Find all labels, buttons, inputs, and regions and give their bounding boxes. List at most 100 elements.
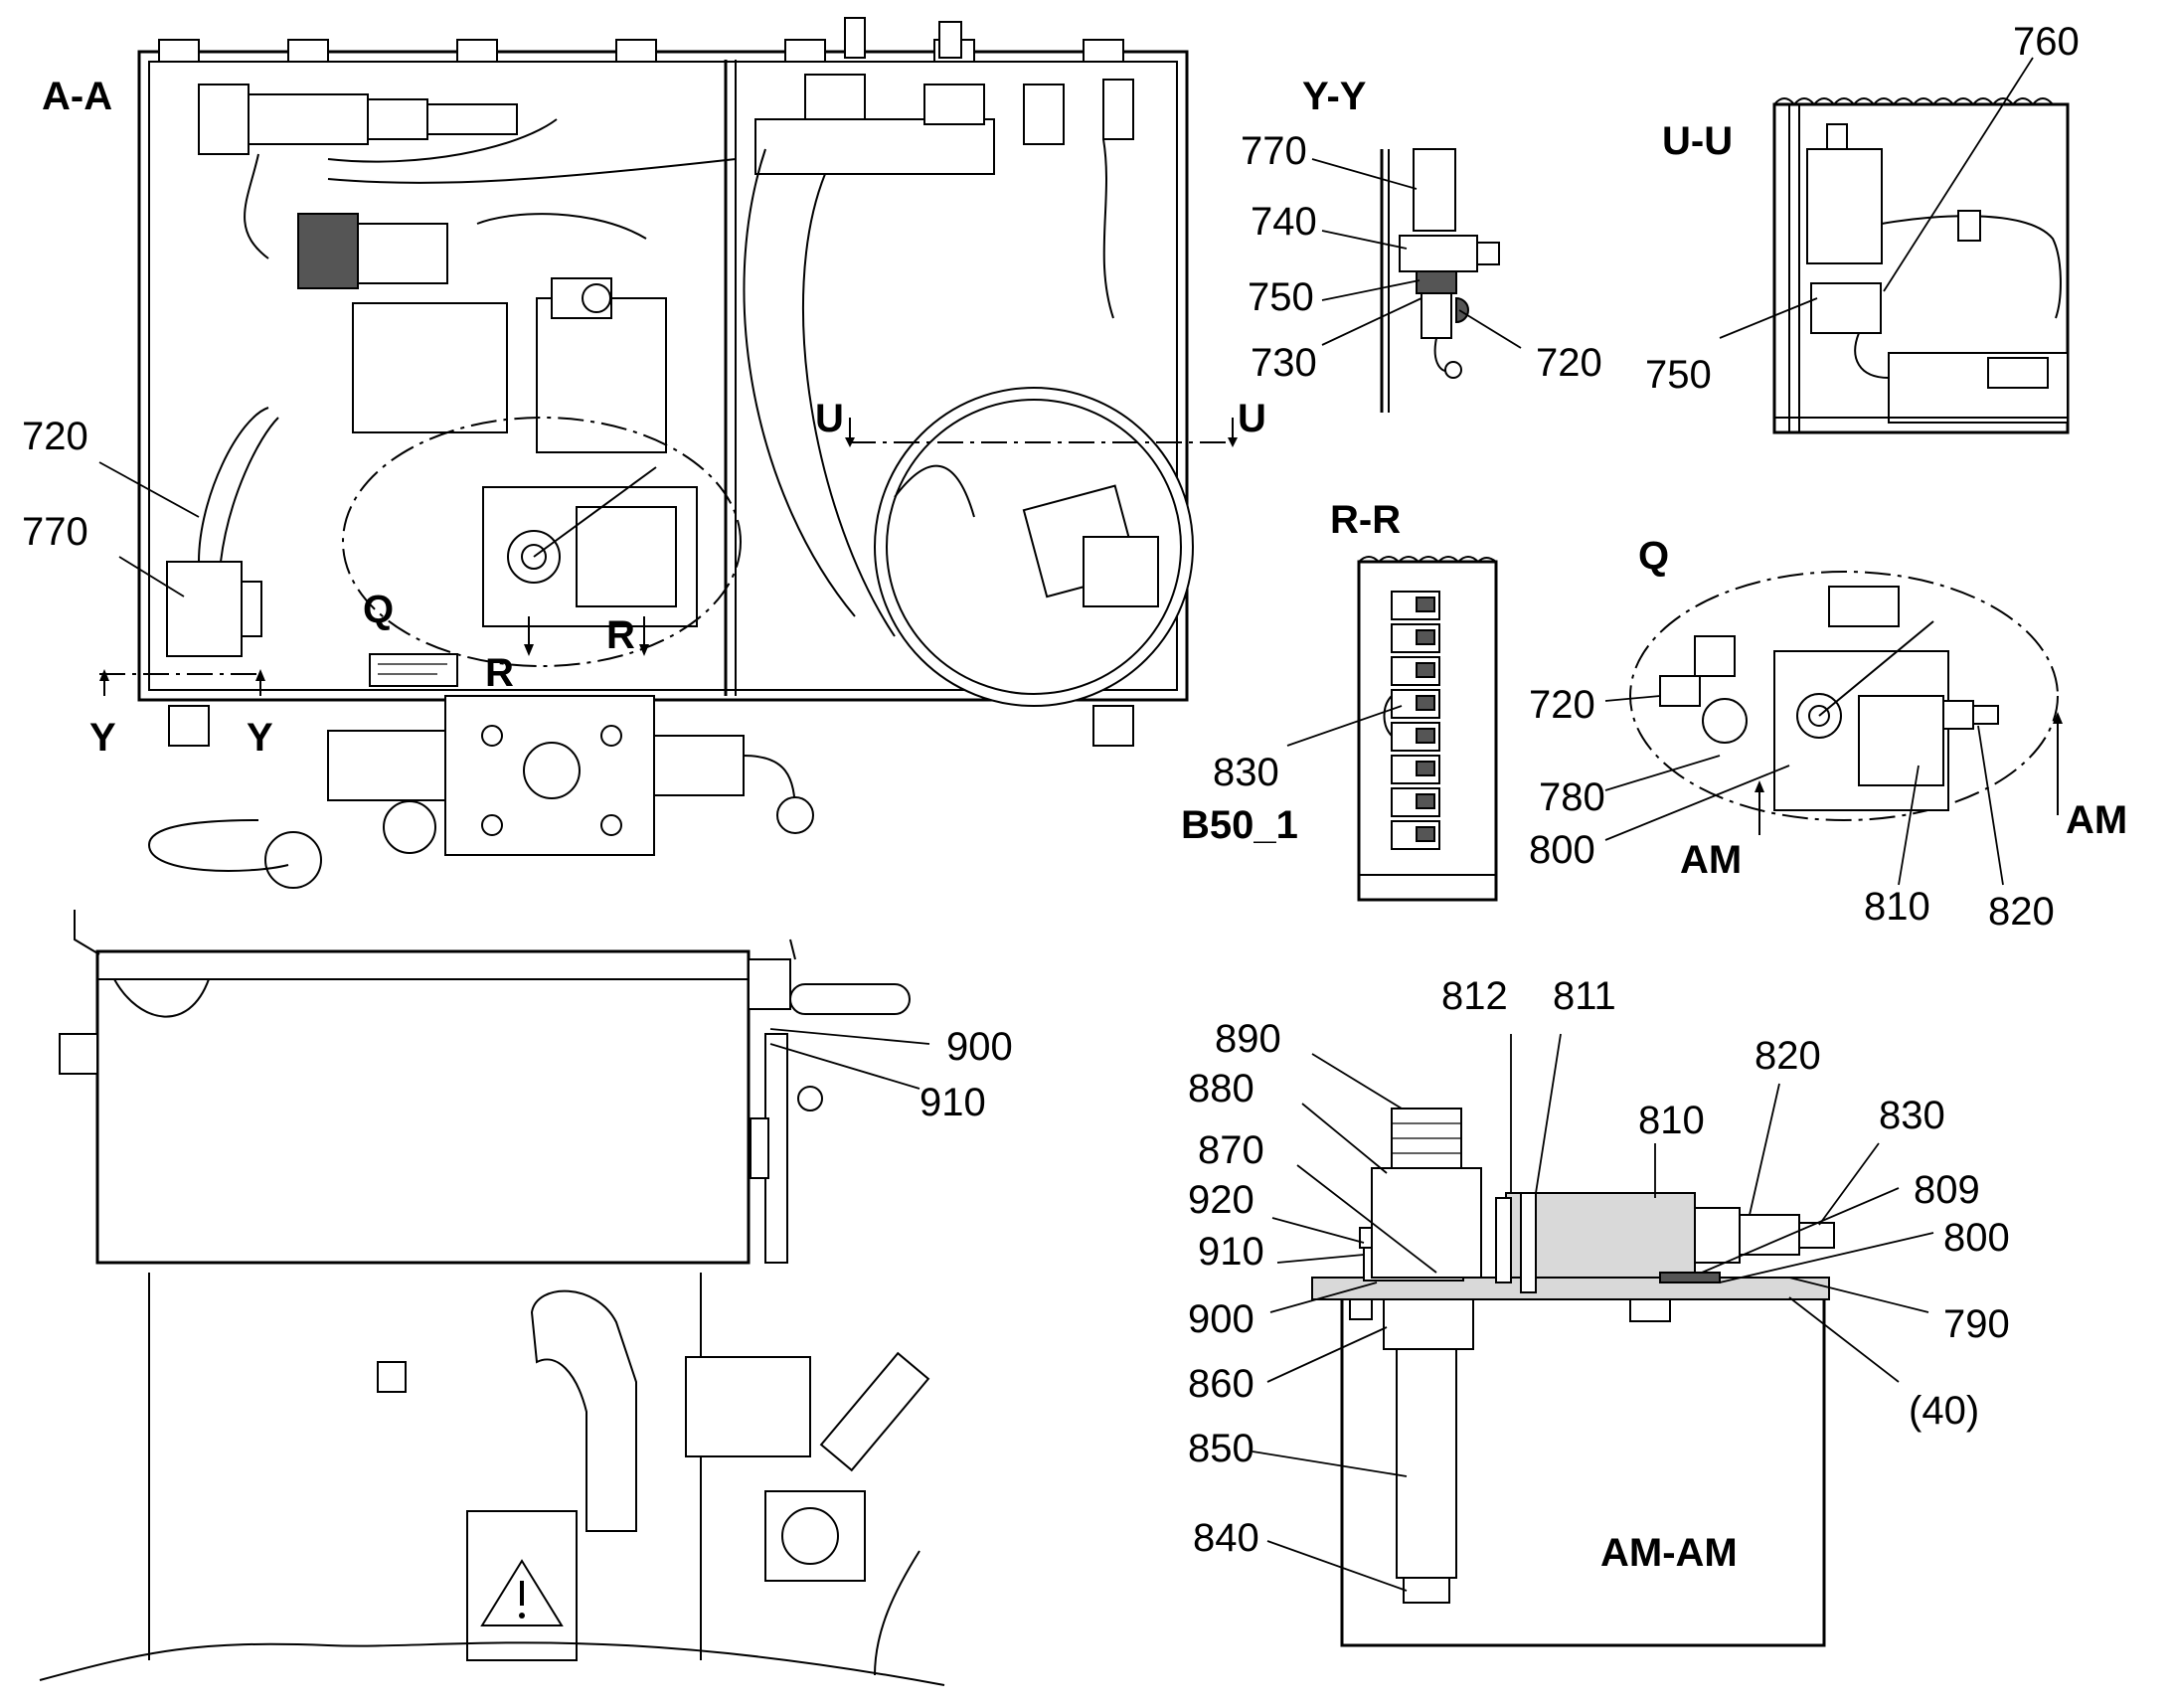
label-yy-740: 740 xyxy=(1251,200,1317,244)
label-am-830: 830 xyxy=(1879,1094,1945,1137)
yy-fitting-740 xyxy=(1399,235,1478,272)
aa-central-block xyxy=(352,277,698,627)
label-aa-720: 720 xyxy=(22,415,88,458)
label-yy-730: 730 xyxy=(1251,341,1317,385)
q-detail-circle xyxy=(1629,571,2059,821)
label-am-880: 880 xyxy=(1188,1067,1254,1110)
aa-bottom-manifold xyxy=(147,695,1134,889)
side-elbow-pipe xyxy=(530,1289,637,1532)
yy-fitting-750 xyxy=(1416,270,1457,294)
label-am-800: 800 xyxy=(1943,1216,2010,1260)
view-title-rr: R-R xyxy=(1330,498,1401,542)
marker-y-2: Y xyxy=(247,716,273,760)
uu-fitting-750 xyxy=(1810,282,1882,334)
side-block xyxy=(685,1356,811,1457)
label-am-870: 870 xyxy=(1198,1128,1264,1172)
marker-r-1: R xyxy=(606,613,635,657)
aa-top-fittings xyxy=(158,17,1124,63)
side-housing xyxy=(95,949,751,1265)
label-q-820: 820 xyxy=(1988,890,2055,934)
marker-am-1: AM xyxy=(1680,838,1742,882)
uu-frame xyxy=(1772,102,2070,434)
marker-q: Q xyxy=(363,588,394,631)
amam-tip-840 xyxy=(1403,1577,1450,1604)
rr-terminals xyxy=(1391,591,1440,850)
label-aa-770: 770 xyxy=(22,510,88,554)
aa-nameplate xyxy=(369,653,458,687)
side-handle xyxy=(789,983,911,1015)
view-uu xyxy=(1772,97,2070,434)
label-am-809: 809 xyxy=(1914,1168,1980,1212)
rr-terminal-block xyxy=(1357,560,1498,902)
label-side-910: 910 xyxy=(919,1081,986,1124)
label-am-920: 920 xyxy=(1188,1178,1254,1222)
view-title-yy: Y-Y xyxy=(1302,75,1367,118)
label-am-910: 910 xyxy=(1198,1230,1264,1274)
marker-y-1: Y xyxy=(89,716,116,760)
yy-sensor-770 xyxy=(1413,148,1456,232)
uu-sensor xyxy=(1806,148,1883,264)
label-yy-770: 770 xyxy=(1241,129,1307,173)
label-q-800: 800 xyxy=(1529,828,1595,872)
amam-nut-860 xyxy=(1383,1298,1474,1350)
label-q-780: 780 xyxy=(1539,775,1605,819)
amam-connector-830 xyxy=(1798,1222,1835,1249)
marker-u-1: U xyxy=(815,397,844,440)
aa-pressure-sensor-770 xyxy=(166,407,279,657)
amam-probe-850 xyxy=(1396,1348,1457,1579)
label-am-790: 790 xyxy=(1943,1302,2010,1346)
marker-r-2: R xyxy=(485,651,514,695)
label-am-40: (40) xyxy=(1909,1389,1979,1433)
yy-fitting-730 xyxy=(1421,292,1452,339)
leader-lines xyxy=(98,57,2034,1592)
amam-screw-811 xyxy=(1520,1192,1537,1293)
view-title-aa: A-A xyxy=(42,75,112,118)
label-uu-750: 750 xyxy=(1645,353,1712,397)
aa-pump xyxy=(874,387,1194,707)
label-am-890: 890 xyxy=(1215,1017,1281,1061)
label-uu-760: 760 xyxy=(2013,20,2080,64)
label-q-720: 720 xyxy=(1529,683,1595,727)
view-titles: A-A Y-Y U-U R-R Q AM-AM B50_1 xyxy=(42,75,1738,1575)
label-am-900: 900 xyxy=(1188,1297,1254,1341)
view-yy xyxy=(1380,148,1500,413)
label-yy-720: 720 xyxy=(1536,341,1602,385)
q-sensor-plate-810 xyxy=(1858,695,1944,786)
view-aa xyxy=(99,17,1238,889)
side-lower-box xyxy=(764,1490,866,1582)
view-amam xyxy=(1311,1108,1835,1647)
view-rr xyxy=(1357,556,1498,902)
amam-housing-880 xyxy=(1371,1167,1482,1279)
label-side-900: 900 xyxy=(946,1025,1013,1069)
label-am-810: 810 xyxy=(1638,1099,1705,1142)
aa-valve-cluster xyxy=(198,74,1134,637)
marker-am-2: AM xyxy=(2066,798,2127,842)
label-am-850: 850 xyxy=(1188,1427,1254,1470)
side-angled-sensor xyxy=(819,1351,930,1472)
label-am-812: 812 xyxy=(1441,974,1508,1018)
aa-cabinet-frame xyxy=(137,50,1189,702)
view-side xyxy=(39,910,945,1686)
side-fitting-left xyxy=(59,1033,98,1075)
q-connector-820 xyxy=(1942,700,1974,730)
view-q xyxy=(1629,571,2063,835)
view-title-q: Q xyxy=(1638,534,1669,578)
uu-break-line xyxy=(1773,97,2054,106)
aa-detail-q-circle xyxy=(342,417,742,667)
label-am-860: 860 xyxy=(1188,1362,1254,1406)
part-labels: 720 770 770 740 750 730 720 760 750 830 … xyxy=(22,20,2080,1560)
label-am-840: 840 xyxy=(1193,1516,1259,1560)
amam-seal-800 xyxy=(1659,1272,1721,1283)
side-small-block xyxy=(377,1361,407,1393)
label-rr-830: 830 xyxy=(1213,751,1279,794)
view-title-amam: AM-AM xyxy=(1600,1531,1738,1575)
marker-u-2: U xyxy=(1238,397,1266,440)
label-am-820: 820 xyxy=(1755,1034,1821,1078)
aa-cabinet-inner xyxy=(148,61,1178,691)
section-markers: Q R R U U Y Y AM AM xyxy=(89,397,2127,882)
label-q-810: 810 xyxy=(1864,885,1930,929)
side-break-line xyxy=(39,1641,945,1686)
label-yy-750: 750 xyxy=(1248,275,1314,319)
amam-screw-812 xyxy=(1495,1197,1512,1283)
